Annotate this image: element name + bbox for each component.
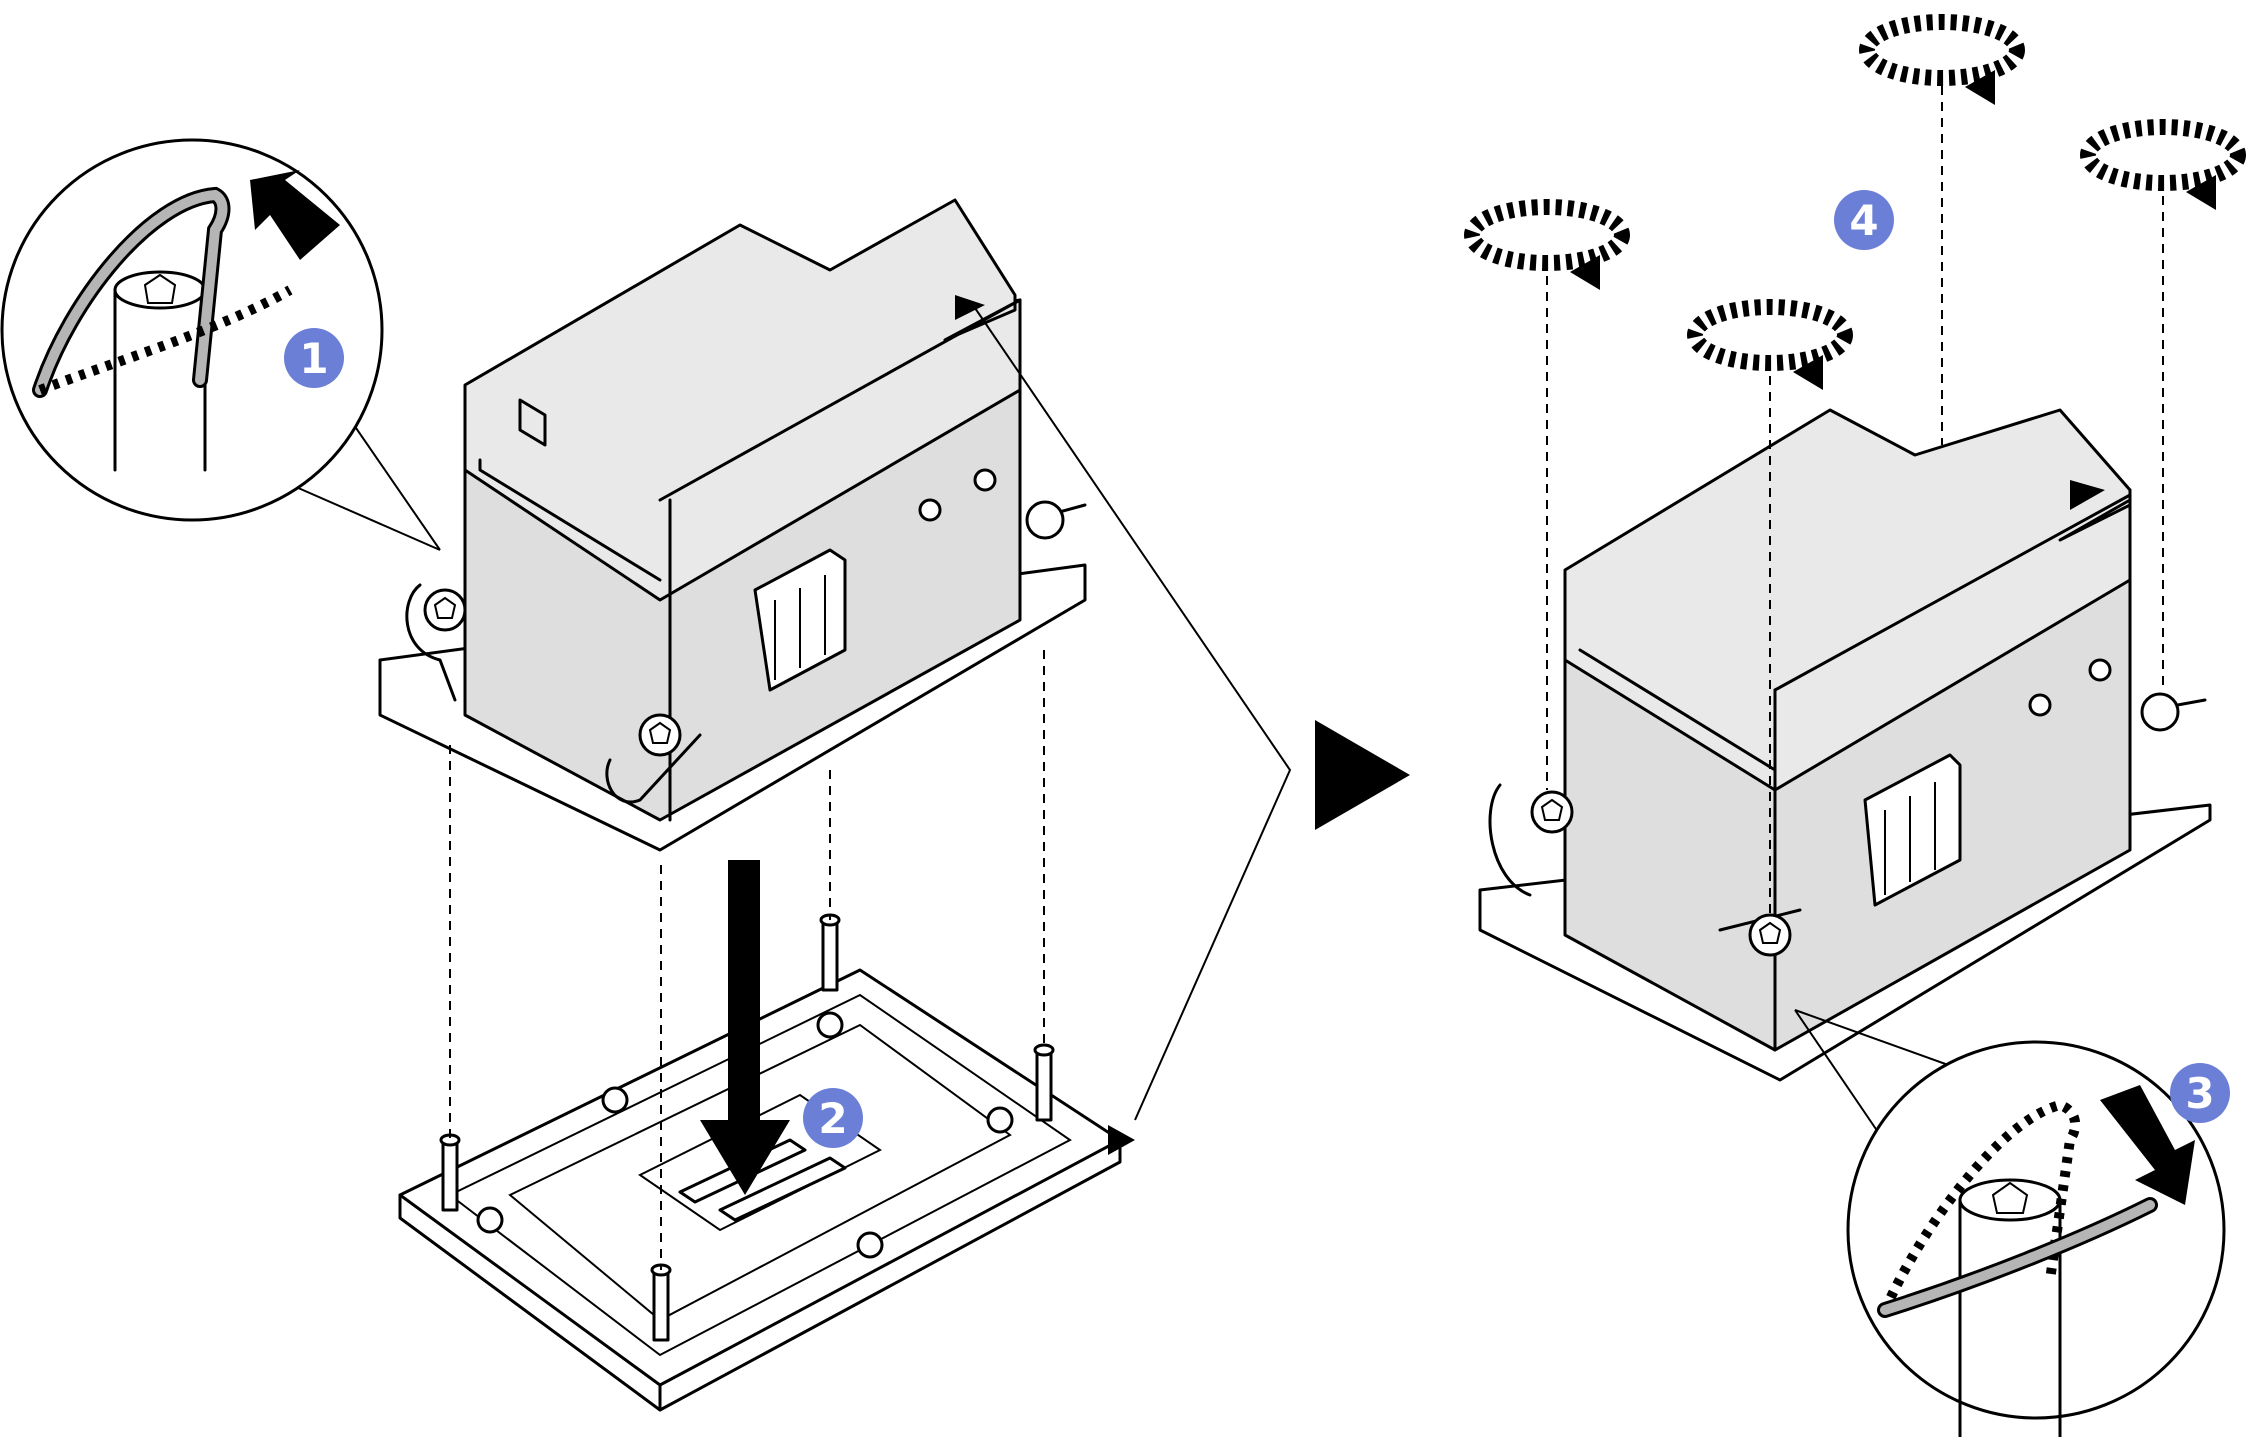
socket-standoff-4 <box>1033 1043 1055 1122</box>
arrow-up-right-icon <box>250 170 340 260</box>
arrow-down-icon <box>700 860 790 1195</box>
torx-nut-icon <box>1025 500 1065 540</box>
torx-nut-icon <box>1530 790 1574 834</box>
torx-nut-icon <box>2140 692 2180 732</box>
socket-standoff-2 <box>650 1263 672 1342</box>
step-label-1: 1 <box>299 334 328 383</box>
step-label-2: 2 <box>818 1094 847 1143</box>
callout-zoom-3 <box>1794 1009 2226 1437</box>
torx-nut-icon <box>1748 913 1792 957</box>
step-badge-3: 3 <box>2170 1063 2230 1123</box>
rotate-clockwise-icon <box>1859 14 2025 105</box>
step-badge-1: 1 <box>284 328 344 388</box>
torx-nut-icon <box>638 713 682 757</box>
heatsink-left <box>378 198 1087 852</box>
rotate-clockwise-icon <box>1464 199 1630 290</box>
rotate-clockwise-icon <box>1687 299 1853 390</box>
callout-zoom-1 <box>0 138 441 551</box>
torx-nut-icon <box>423 588 467 632</box>
heatsink-right <box>1478 408 2212 1082</box>
socket-standoff-3 <box>819 913 841 992</box>
rotate-clockwise-icon <box>2080 119 2246 210</box>
arrow-down-right-icon <box>2100 1085 2195 1205</box>
step-label-4: 4 <box>1849 196 1878 245</box>
play-triangle-icon <box>1315 720 1410 830</box>
step-badge-4: 4 <box>1834 190 1894 250</box>
alignment-guides-right <box>1546 70 2164 915</box>
step-badge-2: 2 <box>803 1088 863 1148</box>
socket-standoff-1 <box>439 1133 461 1212</box>
step-label-3: 3 <box>2185 1069 2214 1118</box>
alignment-guides-left <box>449 650 1045 1270</box>
